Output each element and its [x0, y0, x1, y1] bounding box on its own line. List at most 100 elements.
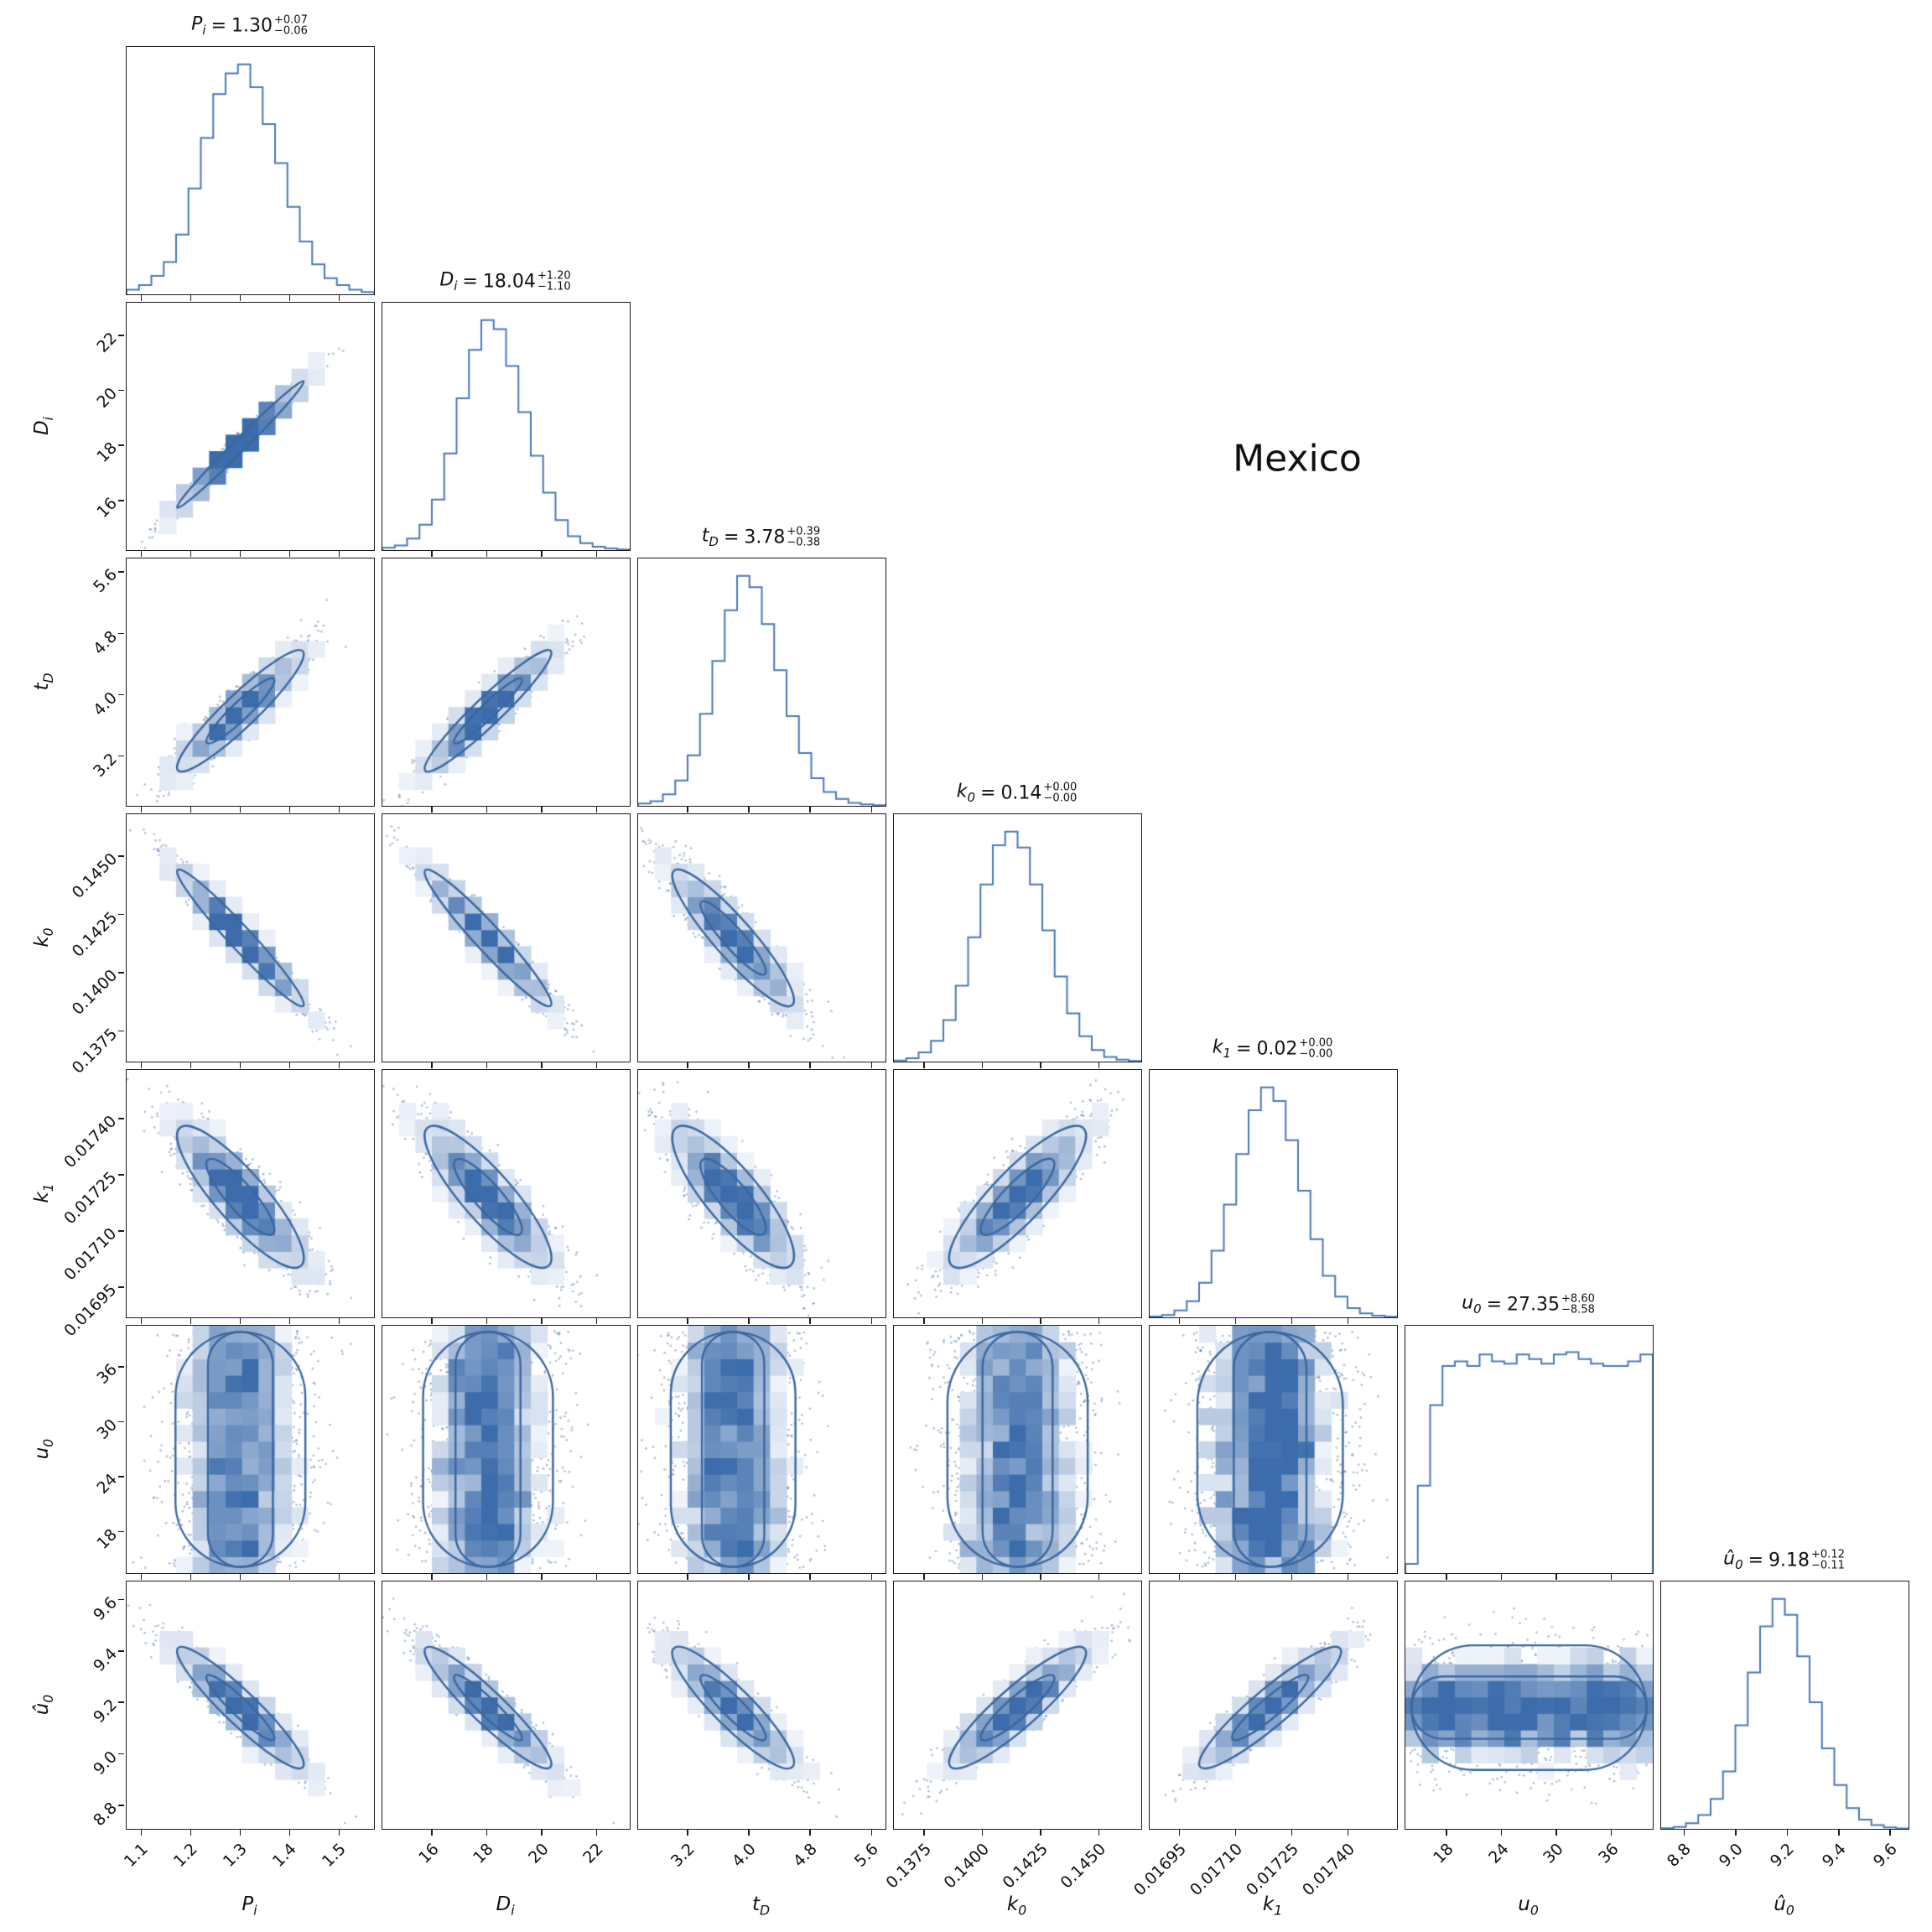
x-tick-mark	[486, 1318, 488, 1324]
y-tick-mark	[118, 1598, 124, 1601]
x-tick-mark	[1555, 1830, 1557, 1836]
diag-title-symbol-main: k	[1212, 1036, 1223, 1058]
diag-title-symbol: Di	[439, 270, 457, 293]
y-tick-mark	[118, 1701, 124, 1704]
x-tick-mark	[687, 1062, 688, 1068]
y-axis-label-uhat0: û0	[31, 1694, 56, 1715]
x-tick-mark	[1291, 1574, 1293, 1580]
diag-title-equals: =	[723, 527, 740, 548]
x-tick-mark	[1040, 1062, 1041, 1068]
x-tick-mark	[748, 1830, 750, 1836]
diag-title-plus: +8.60	[1561, 1292, 1595, 1306]
x-tick-mark	[239, 1318, 242, 1324]
y-axis-label-sub: 0	[39, 1694, 56, 1703]
panel-uhat0-vs-tD	[637, 1581, 886, 1830]
x-axis-label-main: k	[1006, 1893, 1019, 1915]
diag-title-symbol: k1	[1213, 1037, 1231, 1061]
x-axis-label-main: D	[496, 1893, 512, 1915]
scatter-canvas-uhat0-vs-u0	[1405, 1581, 1653, 1829]
panel-Di-vs-Pi	[126, 302, 375, 551]
x-tick-mark	[870, 807, 873, 813]
diag-title-symbol-sub: 0	[967, 790, 975, 805]
x-tick-mark	[1040, 1318, 1041, 1324]
x-tick-mark	[431, 551, 433, 557]
scatter-canvas-tD-vs-Pi	[127, 558, 374, 806]
x-tick-mark	[595, 1318, 598, 1324]
scatter-canvas-u0-vs-k0	[894, 1326, 1141, 1573]
diag-title-symbol: u0	[1462, 1293, 1481, 1317]
scatter-canvas-k1-vs-Di	[382, 1070, 630, 1317]
x-tick-mark	[541, 1574, 543, 1580]
x-tick-mark	[541, 1062, 543, 1068]
x-tick-mark	[748, 1062, 750, 1068]
diag-title-symbol: k0	[957, 782, 975, 805]
hist-canvas-k1	[1150, 1070, 1397, 1317]
x-tick-mark	[190, 1318, 192, 1324]
x-tick-mark	[870, 1318, 873, 1324]
y-tick-mark	[118, 855, 124, 857]
x-tick-mark	[1446, 1574, 1447, 1580]
scatter-canvas-uhat0-vs-Pi	[127, 1581, 374, 1829]
x-tick-label: 9.2	[1767, 1840, 1799, 1871]
panel-u0-vs-Pi	[126, 1325, 375, 1574]
y-tick-label: 9.6	[89, 1592, 121, 1624]
x-axis-label-main: t	[751, 1893, 760, 1915]
x-tick-mark	[748, 807, 750, 813]
x-tick-label: 0.1375	[882, 1840, 935, 1893]
x-tick-mark	[190, 1062, 192, 1068]
y-tick-label: 9.4	[89, 1644, 121, 1676]
scatter-canvas-u0-vs-Pi	[127, 1326, 374, 1573]
y-tick-mark	[118, 913, 124, 916]
x-tick-mark	[809, 1318, 812, 1324]
x-tick-mark	[1234, 1830, 1237, 1836]
diag-title-minus: −8.58	[1561, 1303, 1595, 1317]
x-axis-label-sub: i	[253, 1902, 257, 1919]
y-tick-label: 24	[93, 1470, 121, 1498]
x-tick-mark	[981, 1318, 984, 1324]
x-tick-label: 5.6	[851, 1840, 883, 1871]
x-axis-label-sub: i	[511, 1902, 515, 1919]
diag-title-value: 27.35	[1507, 1294, 1561, 1316]
hist-panel-tD	[637, 558, 886, 807]
x-tick-mark	[239, 1574, 242, 1580]
x-tick-mark	[541, 551, 543, 557]
x-tick-label: 1.5	[319, 1840, 351, 1871]
scatter-canvas-uhat0-vs-k1	[1150, 1581, 1397, 1829]
y-tick-mark	[118, 755, 124, 757]
x-axis-label-main: k	[1262, 1893, 1275, 1915]
x-tick-mark	[288, 1062, 291, 1068]
hist-canvas-Pi	[127, 47, 374, 294]
x-axis-label-uhat0: û0	[1774, 1893, 1794, 1919]
x-tick-mark	[923, 1062, 925, 1068]
y-axis-label-sub: D	[39, 672, 56, 683]
x-tick-mark	[1838, 1830, 1840, 1836]
diag-title-equals: =	[1236, 1038, 1252, 1060]
diag-title-equals: =	[462, 271, 478, 293]
panel-u0-vs-k1	[1149, 1325, 1398, 1574]
x-axis-label-Di: Di	[496, 1893, 514, 1919]
x-tick-mark	[338, 807, 340, 813]
diag-title-uhat0: û0=9.18+0.12−0.11	[1723, 1549, 1845, 1572]
y-tick-mark	[118, 389, 124, 392]
x-axis-label-u0: u0	[1518, 1893, 1539, 1919]
diag-title-minus: −0.38	[787, 536, 821, 549]
x-tick-mark	[923, 1574, 925, 1580]
y-axis-label-u0: u0	[31, 1438, 56, 1459]
diag-title-u0: u0=27.35+8.60−8.58	[1462, 1293, 1595, 1317]
x-tick-mark	[288, 1830, 291, 1836]
x-tick-mark	[1098, 1318, 1100, 1324]
x-tick-mark	[541, 1830, 543, 1836]
x-tick-mark	[1555, 1574, 1557, 1580]
x-tick-mark	[239, 1830, 242, 1836]
y-tick-mark	[118, 1476, 124, 1478]
scatter-canvas-uhat0-vs-k0	[894, 1581, 1141, 1829]
diag-title-symbol-main: P	[191, 13, 203, 35]
scatter-canvas-k1-vs-tD	[638, 1070, 886, 1317]
scatter-canvas-uhat0-vs-Di	[382, 1581, 630, 1829]
diag-title-plus: +0.00	[1299, 1036, 1333, 1050]
x-tick-mark	[595, 1062, 598, 1068]
x-tick-mark	[1500, 1574, 1503, 1580]
y-tick-mark	[118, 972, 124, 974]
x-tick-mark	[338, 1318, 340, 1324]
x-tick-mark	[239, 1062, 242, 1068]
